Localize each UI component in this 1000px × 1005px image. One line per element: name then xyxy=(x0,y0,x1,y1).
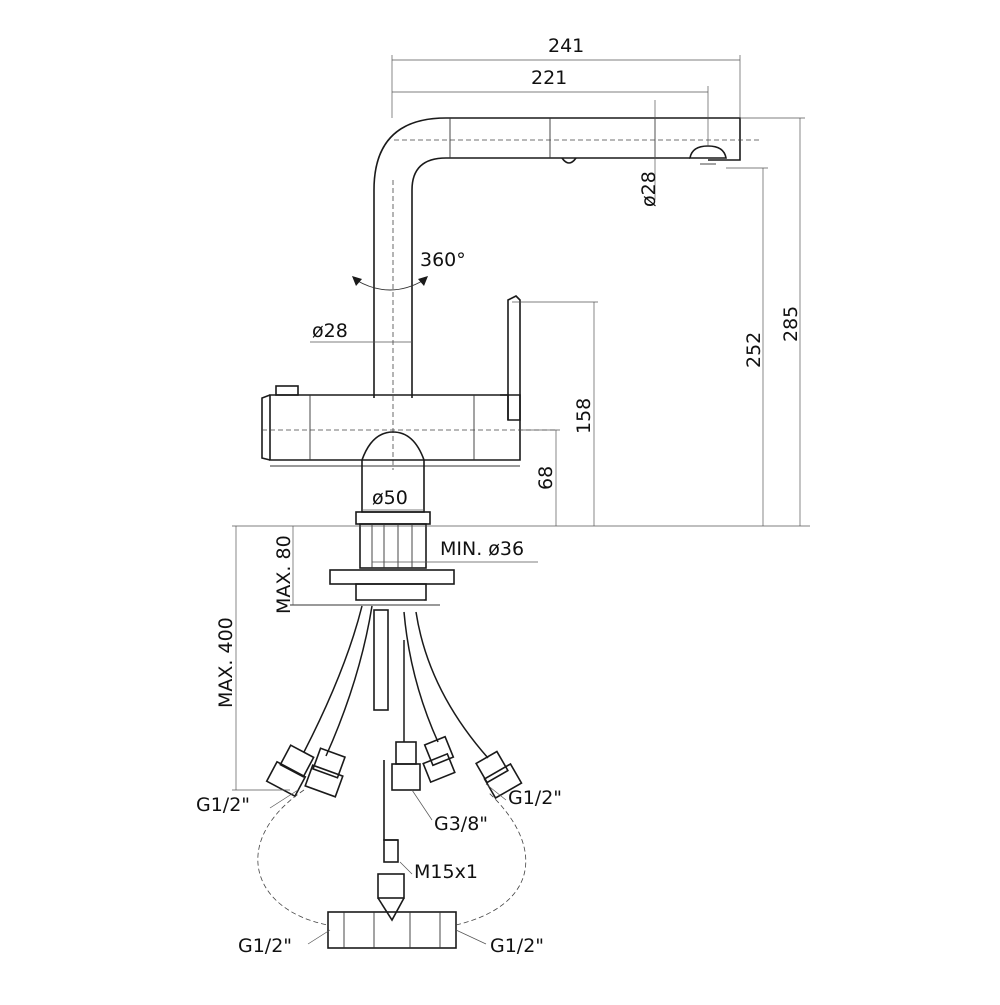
dim-outlet-diameter: ø28 xyxy=(638,171,660,207)
label-thread: M15x1 xyxy=(414,861,478,883)
dim-158: 158 xyxy=(573,398,595,434)
fitting-right-2 xyxy=(475,750,523,800)
dim-max-thickness: MAX. 80 xyxy=(273,535,295,614)
fitting-center xyxy=(391,741,421,791)
connection-labels: G1/2" G1/2" G3/8" M15x1 G1/2" G1/2" xyxy=(196,787,562,957)
hose-loop xyxy=(257,789,526,926)
fitting-left-2 xyxy=(304,747,347,798)
dim-285: 285 xyxy=(780,306,802,342)
dim-68: 68 xyxy=(535,466,557,490)
dim-max-hose: MAX. 400 xyxy=(215,617,237,708)
mounting-assembly xyxy=(290,523,455,711)
tee-connector xyxy=(327,911,457,949)
label-filter-inlet: G3/8" xyxy=(434,813,488,835)
hoses xyxy=(265,605,523,800)
leader-lines xyxy=(269,783,507,945)
fitting-right-1 xyxy=(422,735,456,784)
faucet-body xyxy=(261,117,760,525)
rotation-arrows xyxy=(352,276,428,291)
dim-spout-diameter: ø28 xyxy=(312,320,348,342)
fitting-left-1 xyxy=(265,744,315,798)
dim-241: 241 xyxy=(548,35,584,57)
label-right-inlet: G1/2" xyxy=(508,787,562,809)
dim-min-hole: MIN. ø36 xyxy=(440,538,524,560)
dimension-lines xyxy=(232,55,810,791)
label-left-inlet: G1/2" xyxy=(196,794,250,816)
dim-221: 221 xyxy=(531,67,567,89)
dim-base-diameter: ø50 xyxy=(372,487,408,509)
label-tee-right: G1/2" xyxy=(490,935,544,957)
label-tee-left: G1/2" xyxy=(238,935,292,957)
dim-rotation: 360° xyxy=(420,249,466,271)
dimension-labels: 241 221 ø28 360° ø28 285 252 158 68 ø50 … xyxy=(215,35,802,708)
filter-connector xyxy=(377,760,405,922)
dim-252: 252 xyxy=(743,332,765,368)
